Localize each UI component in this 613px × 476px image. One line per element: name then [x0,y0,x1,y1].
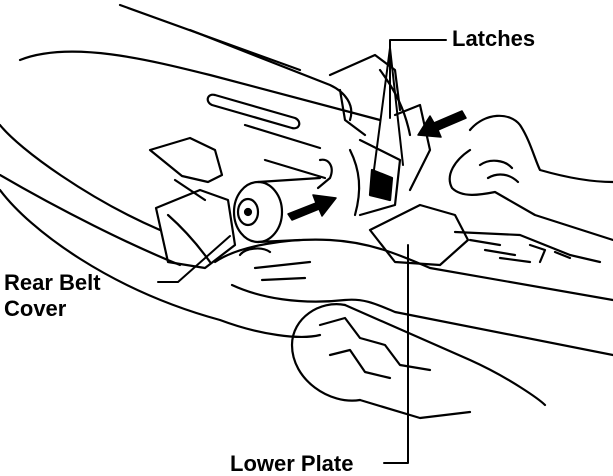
arrow-left-icon [417,110,467,138]
latches-label: Latches [452,26,536,51]
latch-housing [328,53,432,217]
left-hand [213,238,613,357]
rear-belt-cover [148,136,237,270]
rear-belt-cover-label-line2: Cover [4,296,67,321]
lower-plate-label: Lower Plate [230,451,354,476]
lower-plate [368,203,602,267]
latches-callout-branch-2 [389,47,404,166]
vacuum-body [0,3,382,338]
arrow-right-icon [287,194,337,221]
callout-lines [157,39,447,464]
latches-callout-branch-1 [371,47,391,186]
rear-belt-cover-callout-line [157,235,231,283]
lower-plate-callout-line [383,244,409,464]
rear-belt-cover-label-line1: Rear Belt [4,270,101,295]
right-hand [448,114,613,242]
latches-callout-line [389,39,447,119]
brush-roll [290,303,547,420]
push-arrows [287,110,467,221]
